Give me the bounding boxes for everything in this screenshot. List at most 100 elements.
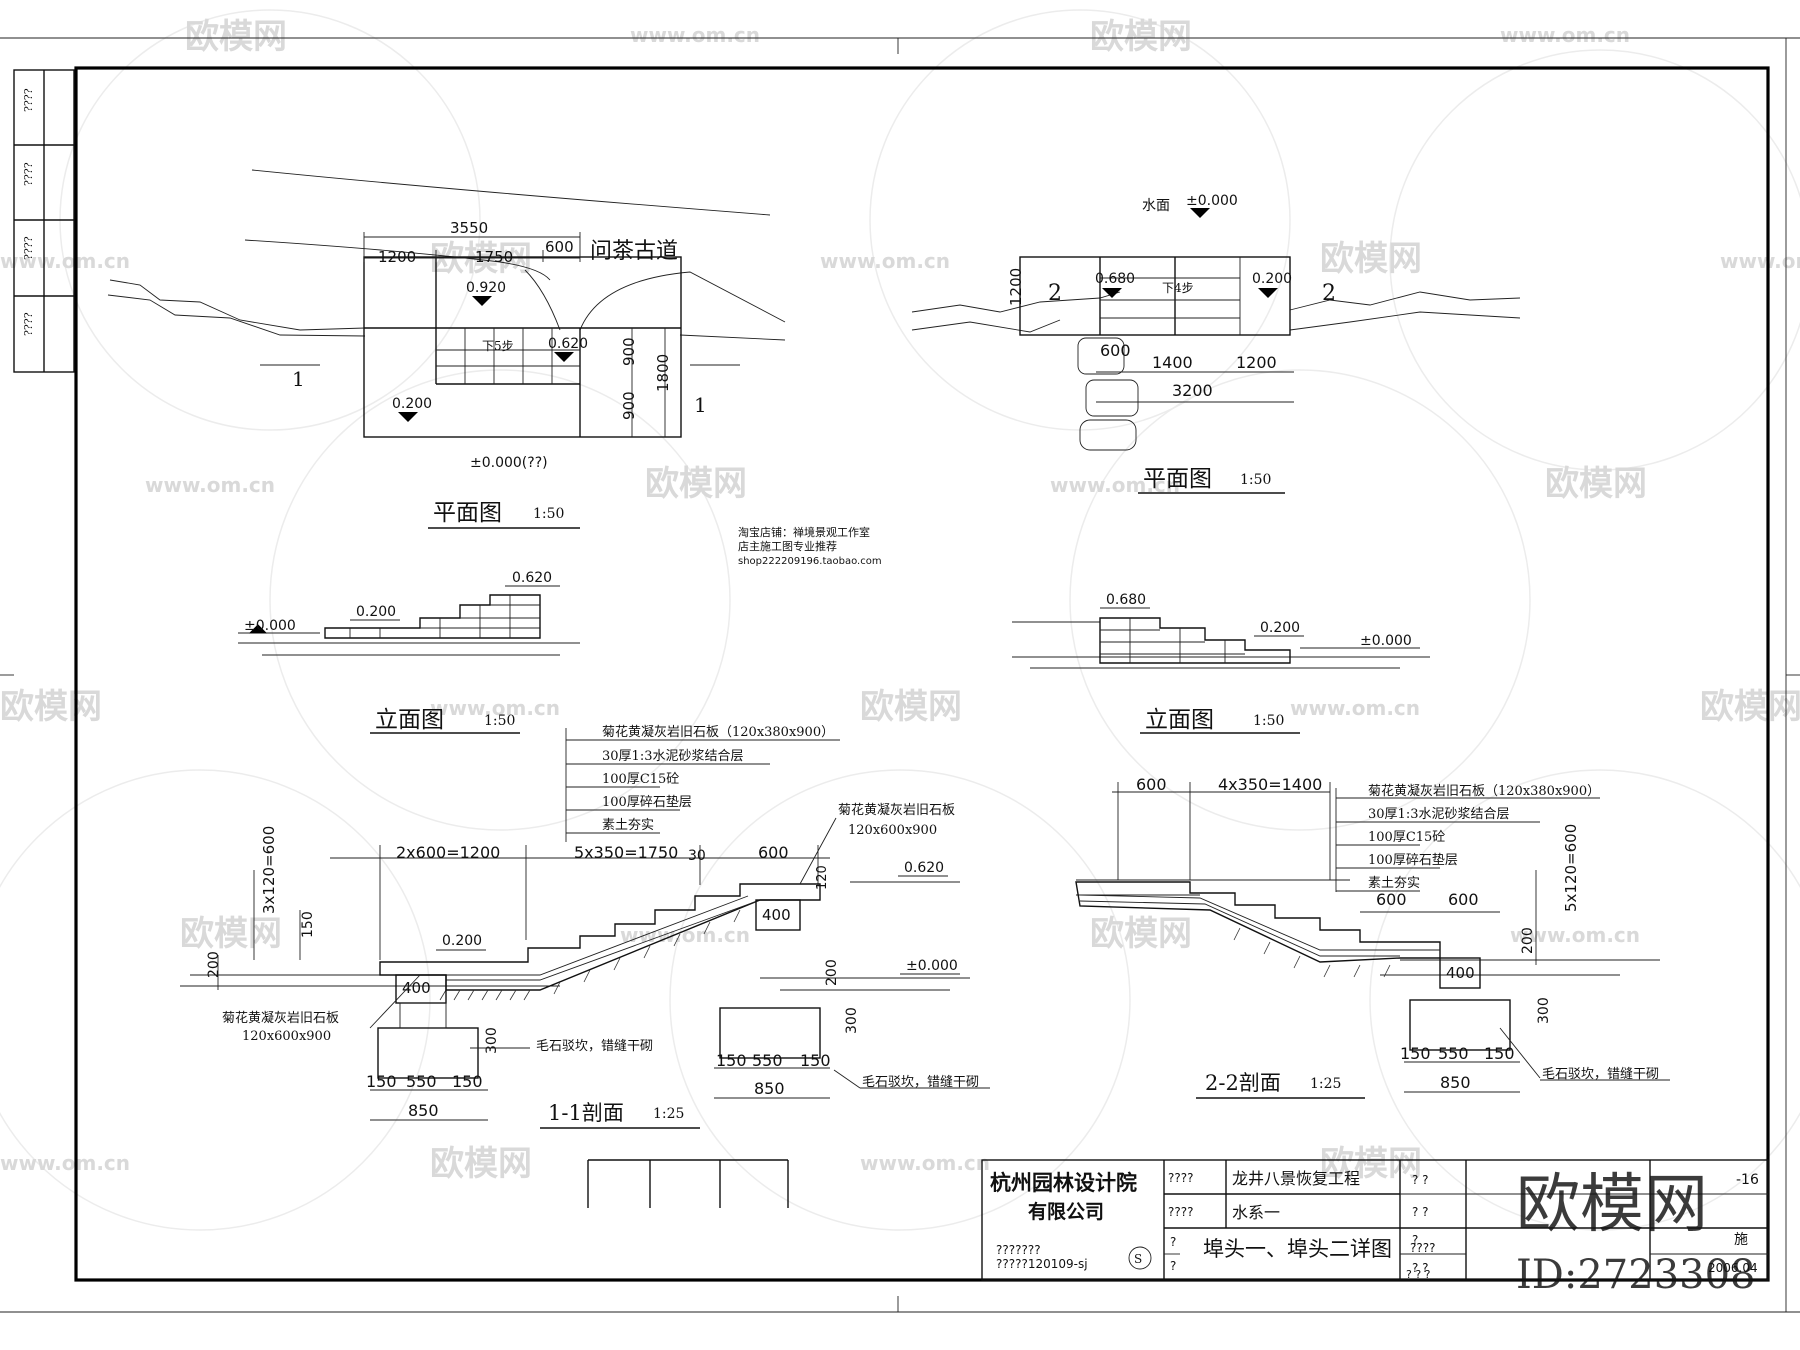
watermark-site: www.om.cn <box>430 696 560 720</box>
layer-callout: 30厚1:3水泥砂浆结合层 <box>1368 807 1509 822</box>
watermark-brand: 欧模网 <box>0 687 102 727</box>
watermark-site: www.om.cn <box>0 1151 130 1175</box>
date: 2006.04 <box>1708 1261 1758 1275</box>
dim-550: 550 <box>1438 1044 1469 1063</box>
dim-600: 600 <box>1100 341 1131 360</box>
dim-300: 300 <box>484 1027 500 1054</box>
row-label: ???? <box>1168 1205 1193 1219</box>
cell-text: ? <box>1412 1233 1418 1247</box>
dim-5x120: 5x120=600 <box>1562 824 1580 912</box>
trim-marks <box>0 37 1800 1313</box>
phase: 施 <box>1734 1232 1748 1248</box>
dim-150: 150 <box>366 1072 397 1091</box>
dim-400: 400 <box>1446 964 1475 982</box>
level-0680: 0.680 <box>1095 271 1135 287</box>
q-mark: ? <box>1170 1259 1176 1273</box>
right-plan: 水面 ±0.000 下4步 1200 0.680 0.200 2 2 600 1… <box>911 193 1521 494</box>
section-1-scale: 1:25 <box>653 1106 684 1122</box>
dim-150: 150 <box>300 911 316 938</box>
dim-3550: 3550 <box>450 219 488 237</box>
right-elevation: 0.680 0.200 ±0.000 立面图 1:50 <box>1012 592 1430 734</box>
section-2-scale: 1:25 <box>1310 1076 1341 1092</box>
dim-550: 550 <box>752 1051 783 1070</box>
level-0620: 0.620 <box>512 570 552 586</box>
section-mark: 1 <box>292 367 305 391</box>
dim-400: 400 <box>762 906 791 924</box>
slab-note: 120x600x900 <box>242 1029 331 1044</box>
q-mark: ? <box>1170 1235 1176 1249</box>
section-mark: 2 <box>1322 281 1336 306</box>
sidebar-label: ???? <box>22 236 35 260</box>
dim-600: 600 <box>1448 890 1479 909</box>
watermark-brand: 欧模网 <box>1090 914 1192 954</box>
cell-text: ? ? <box>1412 1173 1429 1187</box>
sidebar-label: ???? <box>22 88 35 112</box>
road-label: 问茶古道 <box>590 239 678 264</box>
sidebar-label: ???? <box>22 312 35 336</box>
watermark-brand: 欧模网 <box>1090 17 1192 57</box>
level-0200: 0.200 <box>356 604 396 620</box>
watermark-site: www.om.cn <box>1510 923 1640 947</box>
watermark-logo: 欧模网 <box>1516 1168 1708 1242</box>
right-plan-title: 平面图 <box>1143 466 1212 492</box>
section-2-title: 2-2剖面 <box>1205 1071 1281 1095</box>
dim-1200: 1200 <box>1236 353 1277 372</box>
watermark-site: www.om.cn <box>630 23 760 47</box>
right-elev-title: 立面图 <box>1145 707 1214 733</box>
cell-text: ? ? ? <box>1406 1268 1431 1281</box>
watermark-brand: 欧模网 <box>430 1144 532 1184</box>
slab-note-top: 120x600x900 <box>848 823 937 838</box>
dim-600: 600 <box>1136 775 1167 794</box>
code-line: ?????120109-sj <box>996 1257 1088 1271</box>
dim-200: 200 <box>1520 927 1536 954</box>
section-1-title: 1-1剖面 <box>548 1101 624 1125</box>
section-2-2: 菊花黄凝灰岩旧石板（120x380x900） 30厚1:3水泥砂浆结合层 100… <box>1075 775 1670 1099</box>
watermark-site: www.om.cn <box>820 249 950 273</box>
shop-note-line: 店主施工图专业推荐 <box>738 539 837 553</box>
left-elev-title: 立面图 <box>375 707 444 733</box>
slab-note-top: 菊花黄凝灰岩旧石板 <box>838 802 955 818</box>
dim-300: 300 <box>1536 997 1552 1024</box>
watermark-site: www.om.cn <box>0 249 130 273</box>
dim-850: 850 <box>408 1101 439 1120</box>
watermark-brand: 欧模网 <box>1700 687 1800 727</box>
slab-note: 菊花黄凝灰岩旧石板 <box>222 1010 339 1026</box>
dim-30: 30 <box>688 848 706 864</box>
watermark-brand: 欧模网 <box>1545 464 1647 504</box>
level-0620: 0.620 <box>904 860 944 876</box>
left-plan-scale: 1:50 <box>533 506 564 522</box>
cell-text: ? ? <box>1412 1261 1429 1275</box>
dim-120: 120 <box>815 865 830 890</box>
level-zero: ±0.000 <box>244 618 296 634</box>
dim-900: 900 <box>620 337 638 366</box>
level-0200: 0.200 <box>442 933 482 949</box>
level-0200: 0.200 <box>1252 271 1292 287</box>
dim-1800: 1800 <box>654 354 672 392</box>
watermark-id: ID:2723308 <box>1516 1252 1756 1298</box>
level-0920: 0.920 <box>466 280 506 296</box>
layer-callout: 100厚碎石垫层 <box>602 794 692 810</box>
watermark-brand: 欧模网 <box>185 17 287 57</box>
company-name: 杭州园林设计院 <box>990 1170 1137 1195</box>
layer-callout: 30厚1:3水泥砂浆结合层 <box>602 749 743 764</box>
dim-850: 850 <box>754 1079 785 1098</box>
water-label: 水面 <box>1142 198 1170 214</box>
watermark-brand: 欧模网 <box>180 914 282 954</box>
dim-2x600: 2x600=1200 <box>396 843 500 862</box>
dim-200: 200 <box>206 951 222 978</box>
rubble-note: 毛石驳坎，错缝干砌 <box>1542 1067 1659 1082</box>
watermark-site: www.om.cn <box>1290 696 1420 720</box>
left-elevation: ±0.000 0.200 0.620 立面图 1:50 <box>238 570 580 734</box>
compass-mark: S <box>1134 1252 1142 1266</box>
dim-150: 150 <box>452 1072 483 1091</box>
dim-1400: 1400 <box>1152 353 1193 372</box>
shop-note-line: 淘宝店铺：禅境景观工作室 <box>738 525 870 539</box>
compass-icon <box>1128 1246 1152 1270</box>
left-plan-title: 平面图 <box>433 500 502 526</box>
layer-callout: 100厚C15砼 <box>1368 830 1445 845</box>
level-zero: ±0.000 <box>906 958 958 974</box>
watermark-brand: 欧模网 <box>860 687 962 727</box>
dim-5x350: 5x350=1750 <box>574 843 678 862</box>
left-elev-scale: 1:50 <box>484 713 515 729</box>
